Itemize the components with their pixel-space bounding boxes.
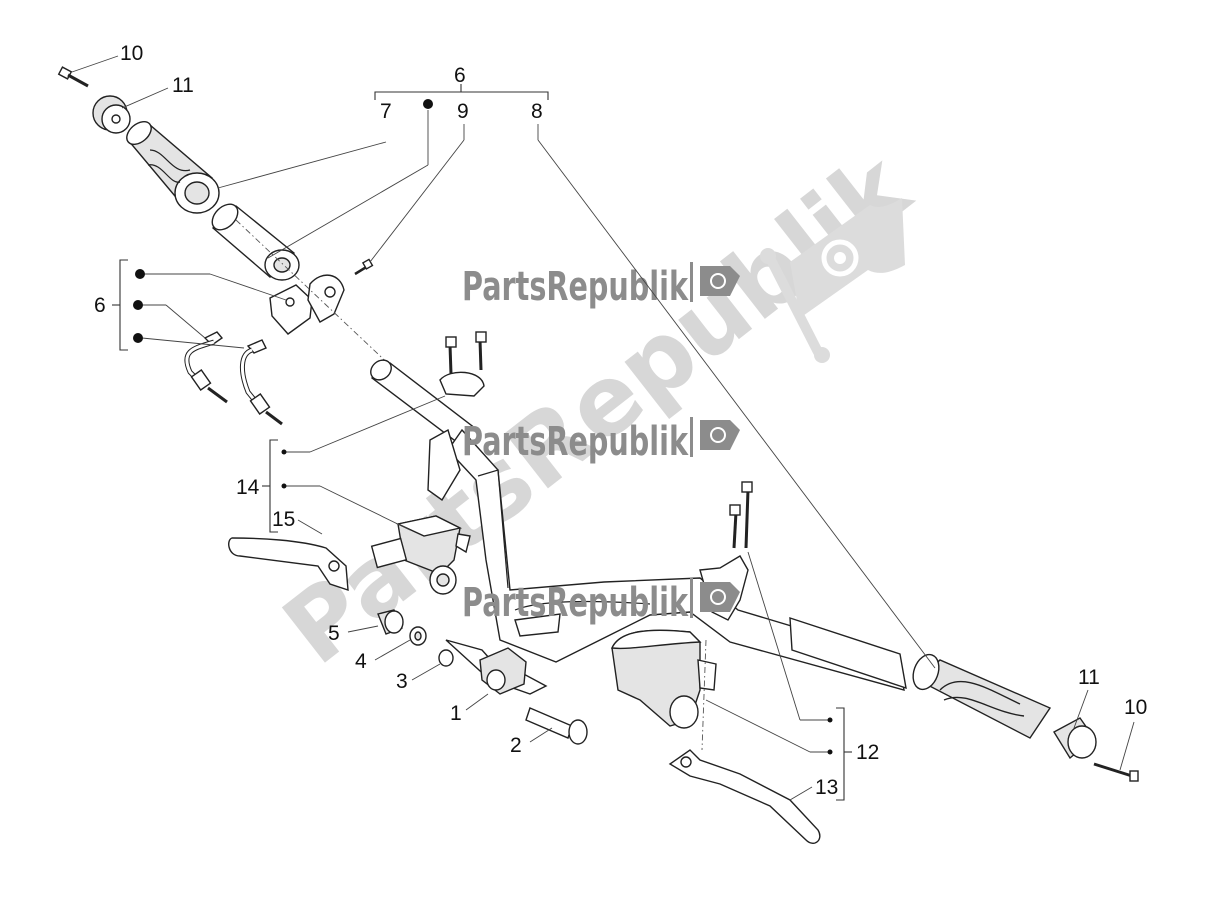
callout-1: 1 [450, 702, 462, 725]
watermark-brand-text: PartsRepublik [462, 264, 689, 310]
callout-12: 12 [856, 741, 879, 764]
washer [409, 626, 427, 646]
callout-13: 13 [815, 776, 838, 799]
callout-11-top: 11 [172, 74, 194, 97]
right-master-cylinder [610, 629, 717, 751]
watermark-label-1: PartsRepublik [462, 262, 740, 310]
callout-5: 5 [328, 622, 340, 645]
callout-15: 15 [272, 508, 295, 531]
bracket-6-top [374, 84, 549, 100]
assembly-axis-line [235, 219, 396, 371]
callout-9: 9 [457, 100, 469, 123]
callout-10-top: 10 [120, 42, 143, 65]
callout-7: 7 [380, 100, 392, 123]
pivot-bolt [525, 707, 588, 745]
spacer [377, 609, 404, 635]
bar-end-weight-right [1053, 717, 1097, 760]
reference-dots [133, 99, 833, 755]
callout-10-right: 10 [1124, 696, 1147, 719]
watermark-label-3: PartsRepublik [462, 578, 740, 626]
callout-11-right: 11 [1078, 666, 1100, 689]
bar-end-weight-top [92, 95, 131, 134]
callout-6-left: 6 [94, 294, 106, 317]
pivot-block [479, 647, 527, 695]
callout-6-top: 6 [454, 64, 466, 87]
bracket-6-left [112, 259, 128, 351]
bar-end-screw-right [1093, 762, 1139, 782]
watermark-label-2: PartsRepublik [462, 417, 740, 465]
callout-3: 3 [396, 670, 408, 693]
leader-lines [71, 55, 1135, 801]
callout-4: 4 [355, 650, 367, 673]
throttle-tube [211, 203, 300, 281]
callout-14: 14 [236, 476, 260, 499]
bracket-12 [836, 707, 852, 801]
right-grip [912, 653, 1052, 739]
watermark-flag-logo [760, 198, 905, 363]
right-brake-lever [668, 749, 821, 844]
callout-2: 2 [510, 734, 522, 757]
bar-end-screw-top [57, 66, 89, 88]
throttle-cables [184, 331, 283, 426]
callout-8: 8 [531, 100, 543, 123]
left-brake-lever [228, 537, 349, 591]
watermark-brand-text: PartsRepublik [462, 419, 689, 465]
bracket-14 [262, 439, 278, 533]
clip [438, 649, 454, 667]
throttle-housing [269, 274, 345, 335]
left-master-cylinder [370, 515, 471, 595]
watermark-brand-text: PartsRepublik [462, 580, 689, 626]
callout-numbers: 10 11 6 7 9 8 6 14 15 5 4 3 1 2 11 10 12… [94, 42, 1147, 799]
throttle-grip [126, 120, 220, 214]
throttle-assembly [57, 66, 396, 426]
